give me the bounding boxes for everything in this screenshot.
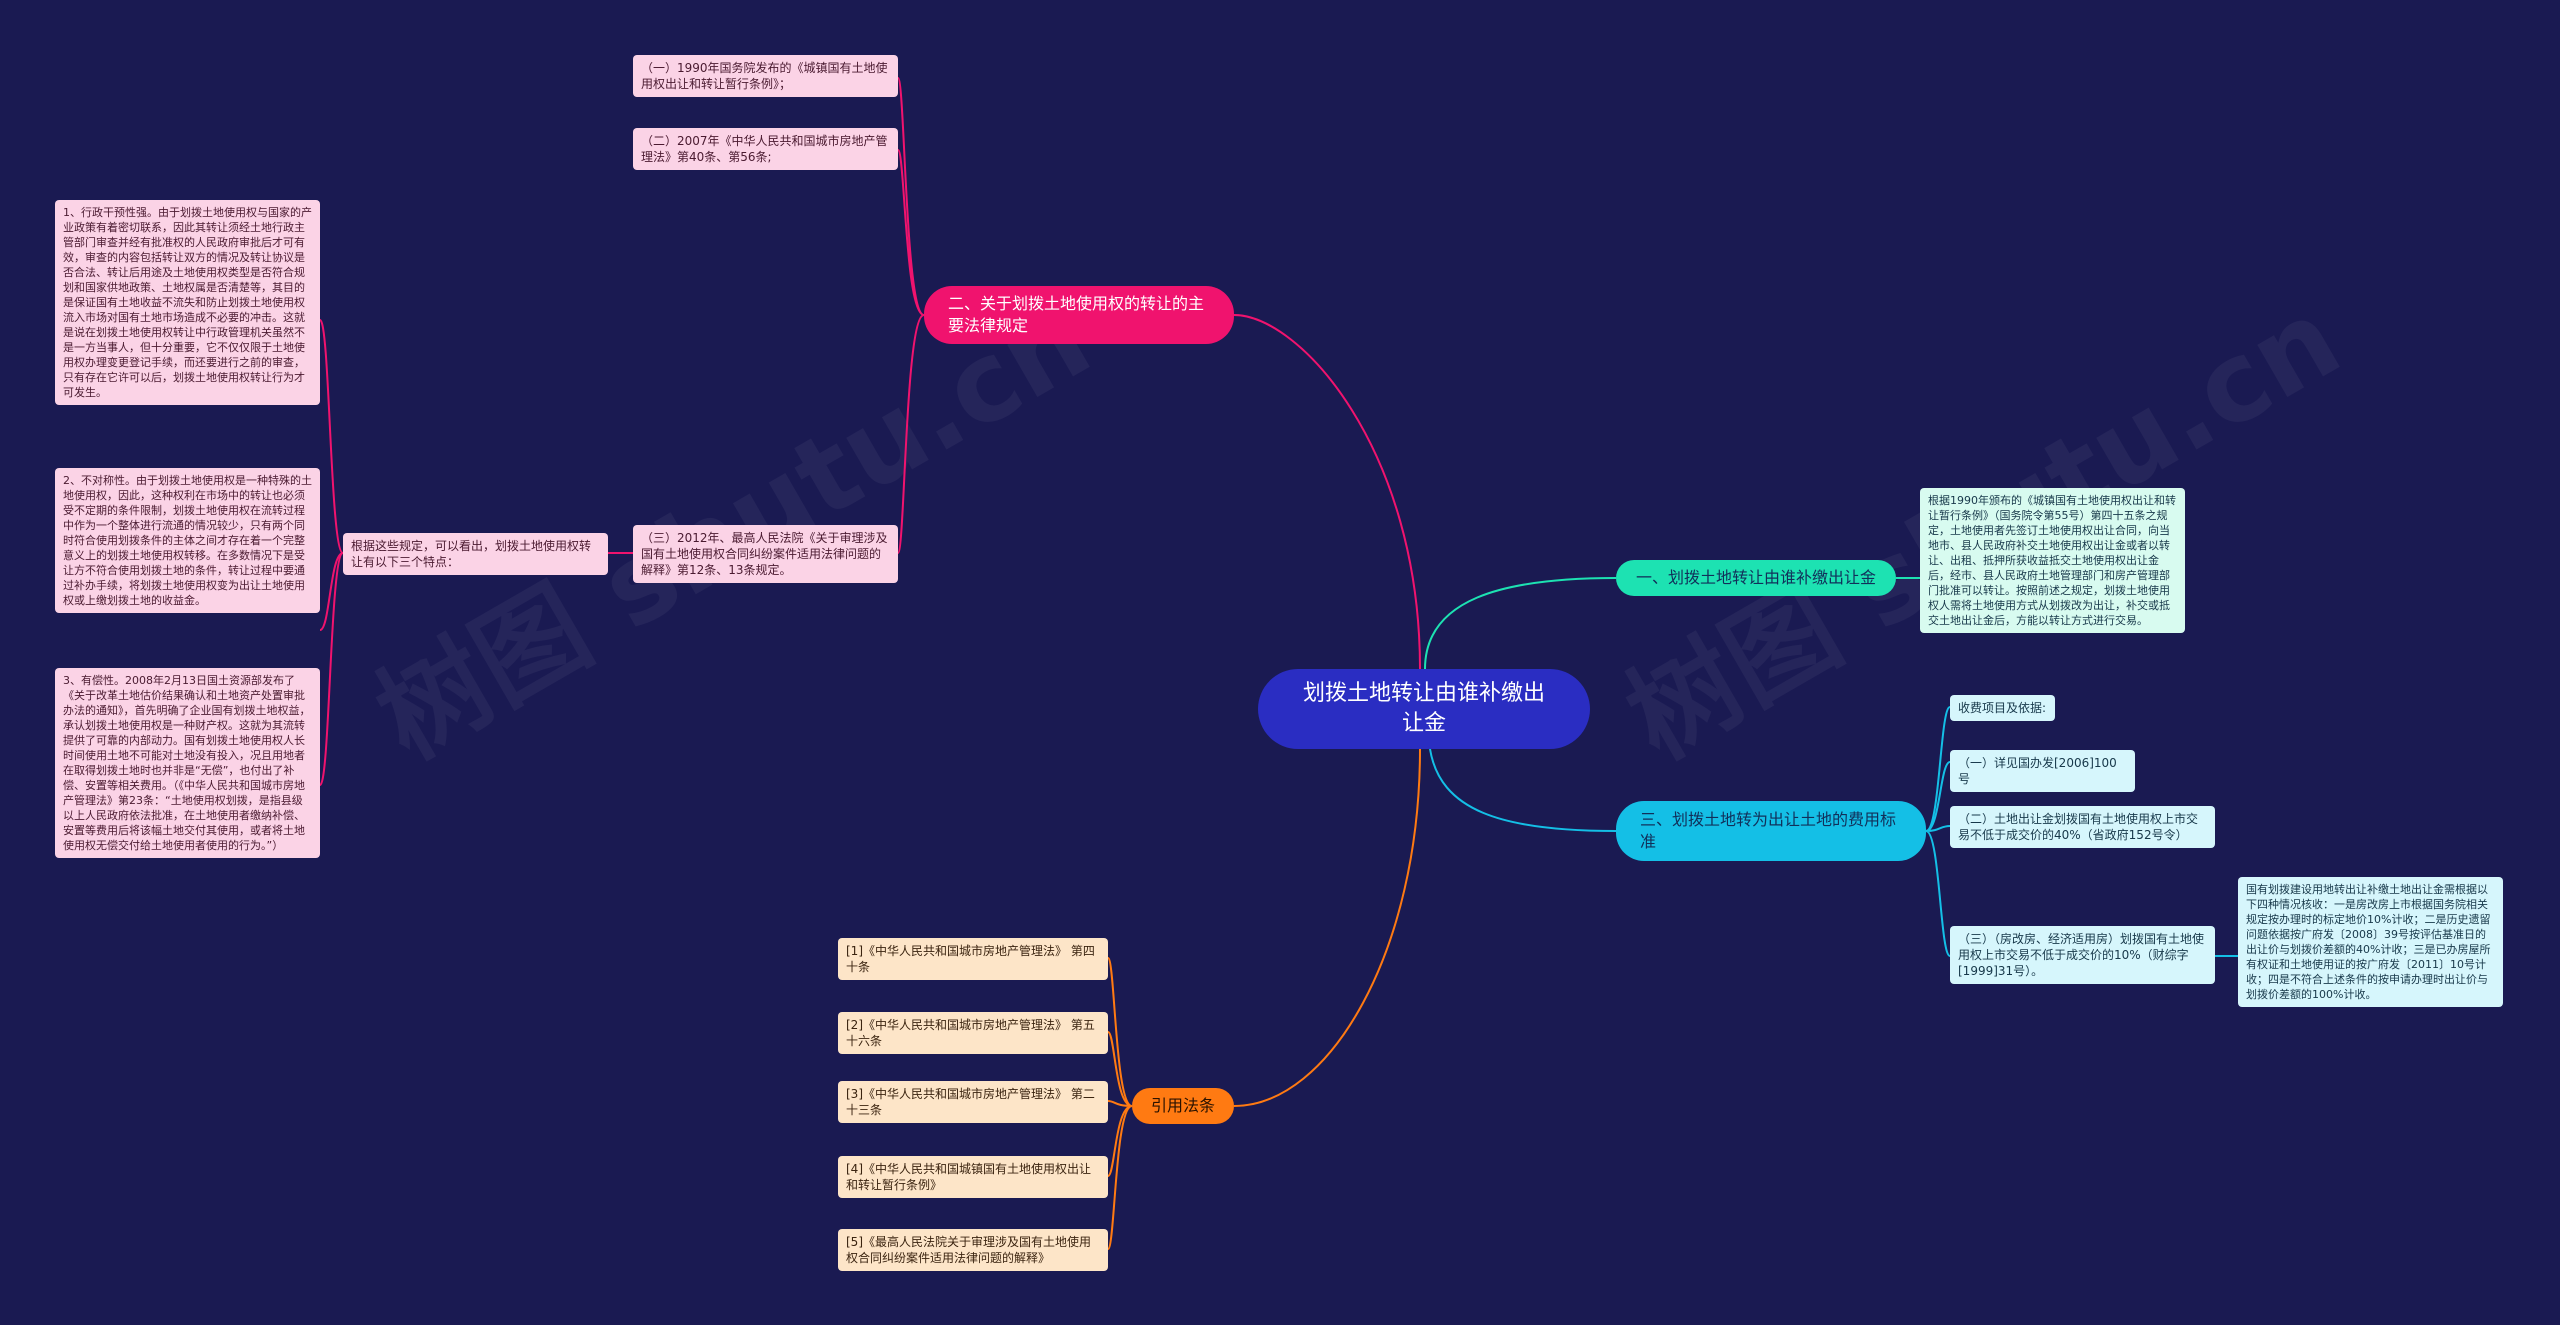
fees-item-2[interactable]: （一）详见国办发[2006]100号 [1950, 750, 2135, 792]
root-topic[interactable]: 划拨土地转让由谁补缴出让金 [1258, 669, 1590, 749]
law-item-3[interactable]: （三）2012年、最高人民法院《关于审理涉及国有土地使用权合同纠纷案件适用法律问… [633, 525, 898, 583]
link-root-fees [1429, 748, 1617, 832]
branch-law[interactable]: 二、关于划拨土地使用权的转让的主要法律规定 [924, 286, 1234, 344]
law-sub-item-2[interactable]: 2、不对称性。由于划拨土地使用权是一种特殊的土地使用权，因此，这种权利在市场中的… [55, 468, 320, 613]
law-item-1[interactable]: （一）1990年国务院发布的《城镇国有土地使用权出让和转让暂行条例》； [633, 55, 898, 97]
law-sub-item-3[interactable]: 3、有偿性。2008年2月13日国土资源部发布了《关于改革土地估价结果确认和土地… [55, 668, 320, 858]
fees-detail[interactable]: 国有划拨建设用地转出让补缴土地出让金需根据以下四种情况核收：一是房改房上市根据国… [2238, 877, 2503, 1007]
law-item-2[interactable]: （二）2007年《中华人民共和国城市房地产管理法》第40条、第56条; [633, 128, 898, 170]
branch-refs[interactable]: 引用法条 [1132, 1088, 1234, 1124]
fees-item-1[interactable]: 收费项目及依据: [1950, 695, 2055, 721]
branch-who-pays[interactable]: 一、划拨土地转让由谁补缴出让金 [1616, 560, 1896, 596]
link-root-law [1233, 314, 1421, 670]
law-sub-item-1[interactable]: 1、行政干预性强。由于划拨土地使用权与国家的产业政策有着密切联系，因此其转让须经… [55, 200, 320, 405]
fees-item-4[interactable]: （三）（房改房、经济适用房）划拨国有土地使用权上市交易不低于成交价的10%（财综… [1950, 926, 2215, 984]
ref-item-5[interactable]: [5]《最高人民法院关于审理涉及国有土地使用权合同纠纷案件适用法律问题的解释》 [838, 1229, 1108, 1271]
link-refs-items [1107, 957, 1133, 1250]
link-law-items [897, 77, 925, 554]
link-root-refs [1233, 748, 1421, 1107]
ref-item-1[interactable]: [1]《中华人民共和国城市房地产管理法》 第四十条 [838, 938, 1108, 980]
fees-item-3[interactable]: （二）土地出让金划拨国有土地使用权上市交易不低于成交价的40%（省政府152号令… [1950, 806, 2215, 848]
ref-item-3[interactable]: [3]《中华人民共和国城市房地产管理法》 第二十三条 [838, 1081, 1108, 1123]
link-sub-items [319, 319, 344, 786]
ref-item-4[interactable]: [4]《中华人民共和国城镇国有土地使用权出让和转让暂行条例》 [838, 1156, 1108, 1198]
link-fees-items [1925, 706, 1951, 957]
branch-fees[interactable]: 三、划拨土地转为出让土地的费用标准 [1616, 801, 1926, 861]
law-sub-intro[interactable]: 根据这些规定，可以看出，划拨土地使用权转让有以下三个特点： [343, 533, 608, 575]
ref-item-2[interactable]: [2]《中华人民共和国城市房地产管理法》 第五十六条 [838, 1012, 1108, 1054]
link-root-who-pays [1424, 577, 1617, 670]
who-pays-detail[interactable]: 根据1990年颁布的《城镇国有土地使用权出让和转让暂行条例》（国务院令第55号）… [1920, 488, 2185, 633]
